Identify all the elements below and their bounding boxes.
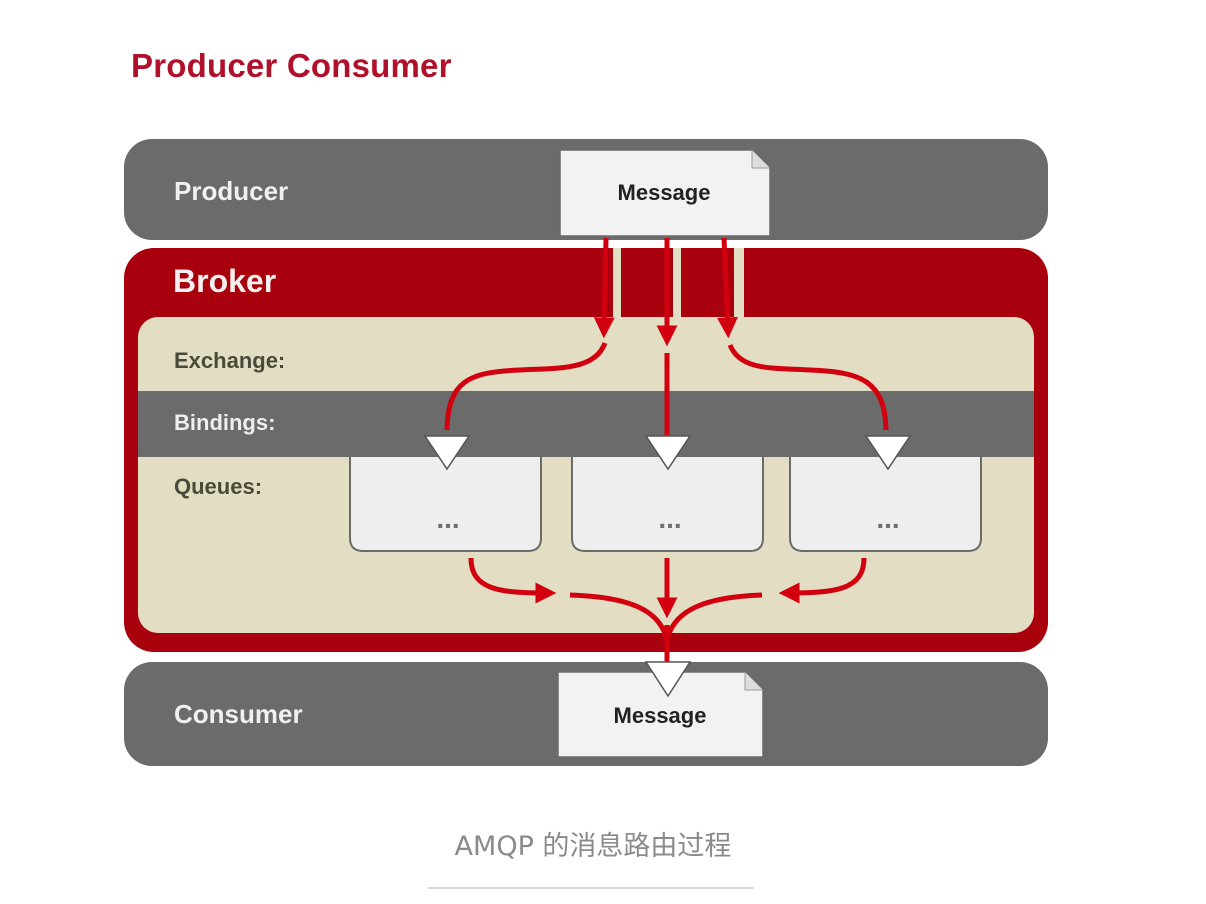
binding-route-right [727,343,889,431]
bindings-label: Bindings: [174,410,275,435]
queue-box: ... [349,457,542,552]
queues-label: Queues: [174,474,262,499]
binding-route-left [444,341,608,431]
consumer-message: Message [557,671,764,758]
queue-box: ... [789,457,982,552]
consumer-label: Consumer [174,699,303,729]
consume-route-right [778,557,867,604]
merge-route [569,592,670,641]
route-arrow [593,237,615,339]
queue-content: ... [436,503,459,534]
merge-route [664,592,763,641]
producer-label: Producer [174,176,288,206]
broker-label: Broker [173,263,276,299]
binding-triangle [644,435,692,471]
producer-message: Message [559,149,771,237]
consume-route-left [468,557,557,604]
caption-divider [428,887,754,889]
queue-content: ... [658,503,681,534]
broker-gap [673,248,681,318]
queue-content: ... [876,503,899,534]
broker-gap [734,248,744,318]
consumer-message-label: Message [614,703,707,728]
broker-gap [613,248,621,318]
consumer-triangle [644,661,692,698]
diagram-title: Producer Consumer [131,47,452,84]
figure-caption: AMQP 的消息路由过程 [454,831,732,862]
producer-message-label: Message [618,180,711,205]
exchange-label: Exchange: [174,348,285,373]
binding-triangle [423,435,471,471]
route-arrow [716,237,738,339]
queue-box: ... [571,457,764,552]
binding-triangle [864,435,912,471]
